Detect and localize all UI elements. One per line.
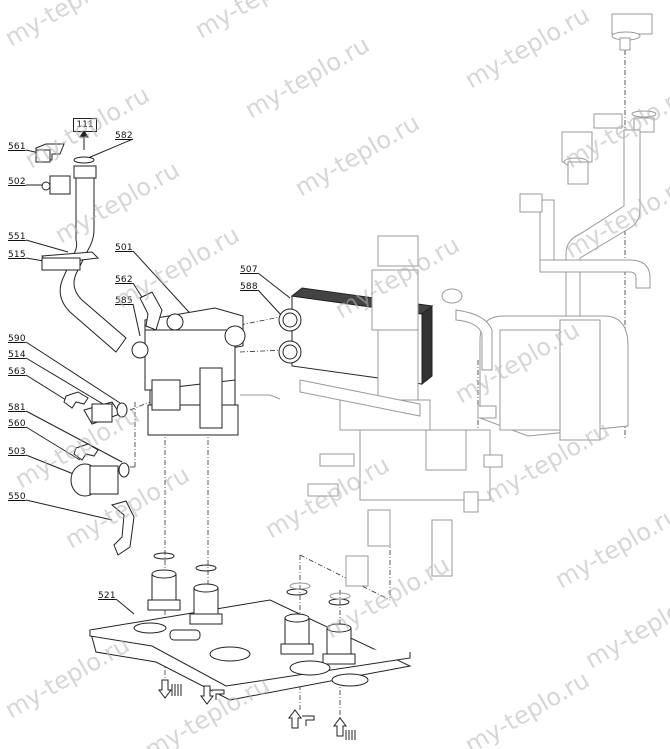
- part-label-507: 507: [240, 265, 258, 275]
- part-label-561: 561: [8, 142, 26, 152]
- part-label-560: 560: [8, 419, 26, 429]
- part-label-582: 582: [115, 131, 133, 141]
- part-label-515: 515: [8, 250, 26, 260]
- part-label-562: 562: [115, 275, 133, 285]
- part-label-514: 514: [8, 350, 26, 360]
- part-label-503: 503: [8, 447, 26, 457]
- reference-box-111: 111: [73, 118, 97, 132]
- part-label-551: 551: [8, 232, 26, 242]
- part-label-550: 550: [8, 492, 26, 502]
- part-label-501: 501: [115, 243, 133, 253]
- part-label-521: 521: [98, 591, 116, 601]
- part-label-590: 590: [8, 334, 26, 344]
- part-label-588: 588: [240, 282, 258, 292]
- part-label-581: 581: [8, 403, 26, 413]
- part-label-585: 585: [115, 296, 133, 306]
- part-label-502: 502: [8, 177, 26, 187]
- part-label-563: 563: [8, 367, 26, 377]
